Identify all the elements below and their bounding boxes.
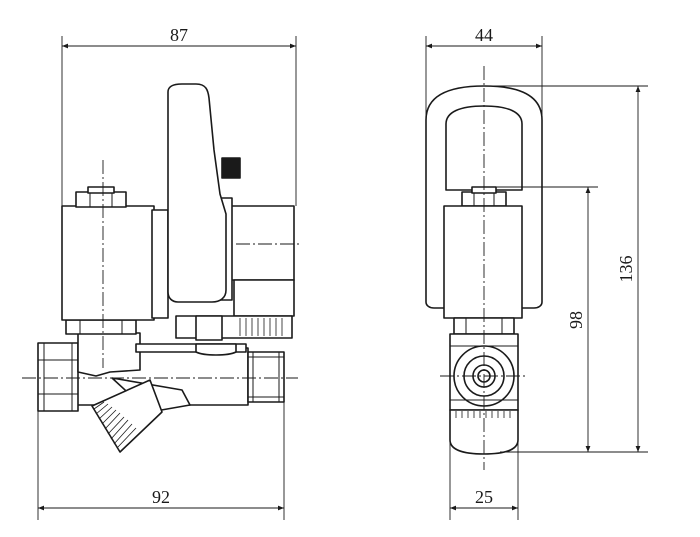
- front-lever-handle: [167, 83, 241, 303]
- dimension-98-label: 98: [566, 311, 586, 329]
- front-view: 87 92: [22, 25, 302, 520]
- side-coil: [443, 205, 523, 319]
- front-coil: [61, 205, 169, 321]
- dimension-136: 136: [484, 85, 648, 453]
- dimension-98: 98: [488, 186, 598, 453]
- dimension-92-label: 92: [152, 487, 170, 507]
- dimension-44: 44: [425, 25, 543, 120]
- side-view: 44 25 98 136: [425, 25, 648, 520]
- dimension-25-label: 25: [475, 487, 493, 507]
- dimension-44-label: 44: [475, 25, 493, 45]
- dimension-136-label: 136: [616, 256, 636, 283]
- strainer-knurl: [93, 401, 137, 449]
- front-hex-nut-lower: [65, 319, 137, 335]
- front-strainer: [91, 377, 191, 453]
- front-pipe-body: [37, 332, 285, 412]
- side-cap-knurl: [455, 411, 511, 418]
- dimension-92: 92: [37, 402, 285, 520]
- timer-knurl: [239, 318, 283, 336]
- dimension-87-label: 87: [170, 25, 188, 45]
- front-top-nut: [75, 186, 127, 208]
- dimension-25: 25: [449, 440, 519, 520]
- dimension-87: 87: [61, 25, 297, 206]
